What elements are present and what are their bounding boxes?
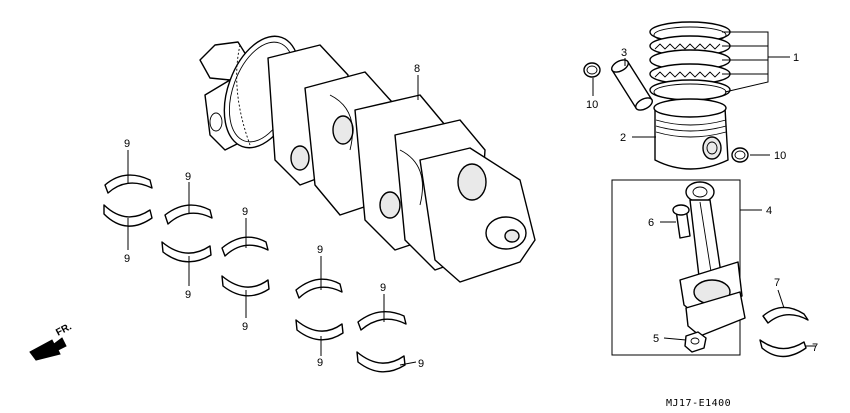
nut[interactable] [684,331,707,353]
callout-9: 9 [124,253,130,265]
piston[interactable] [653,98,729,170]
callout-5: 5 [653,333,659,345]
front-direction-arrow-icon [29,337,67,361]
callout-10-upper: 10 [586,99,598,111]
diagram-code: MJ17-E1400 [666,398,731,409]
conrod-bearing-upper[interactable] [762,306,809,324]
callout-9: 9 [380,282,386,294]
callout-1: 1 [793,52,799,64]
callout-9: 9 [317,357,323,369]
front-direction-label: FR. [54,321,74,338]
main-bearing-set-4[interactable] [295,278,344,341]
piston-pin[interactable] [610,57,655,112]
callout-9: 9 [242,321,248,333]
callout-9: 9 [317,244,323,256]
conrod-bearing-lower[interactable] [759,339,807,358]
callout-9: 9 [185,289,191,301]
bolt[interactable] [672,204,691,239]
callout-3: 3 [621,47,627,59]
main-bearing-set-3[interactable] [221,236,270,297]
callout-7-lower: 7 [812,342,818,354]
callout-9: 9 [124,138,130,150]
connecting-rod[interactable] [679,181,746,337]
clip-upper[interactable] [583,62,601,78]
callout-9: 9 [418,358,424,370]
main-bearing-set-1[interactable] [103,174,153,227]
callout-8: 8 [414,63,420,75]
crankshaft[interactable] [199,26,536,283]
callout-2: 2 [620,132,626,144]
main-bearing-set-5[interactable] [356,310,407,373]
conrod-group-frame [611,179,741,356]
leader-lines [127,31,816,366]
clip-lower[interactable] [731,147,749,163]
callout-9: 9 [185,171,191,183]
main-bearing-set-2[interactable] [161,204,213,263]
callout-4: 4 [766,205,772,217]
callout-10-lower: 10 [774,150,786,162]
callout-7-upper: 7 [774,277,780,289]
callout-6: 6 [648,217,654,229]
piston-ring-set[interactable] [649,21,731,101]
callout-9: 9 [242,206,248,218]
